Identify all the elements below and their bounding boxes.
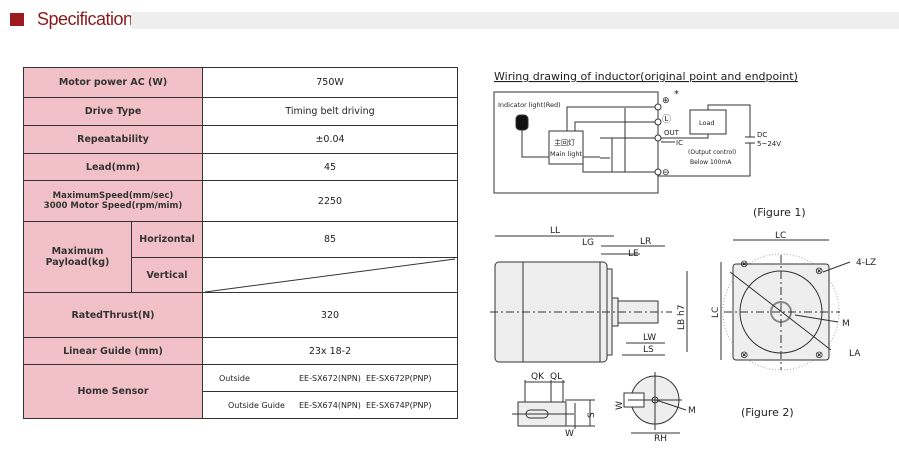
guide-label: Linear Guide (mm) [23,337,203,365]
dim-M: M [842,319,850,329]
dim-LS: LS [643,345,654,355]
wiring-diagram: Wiring drawing of inductor(original poin… [493,70,798,194]
payload-horizontal-value: 85 [202,221,458,258]
motor-front-view: ⊗ ⊗ ⊗ ⊗ LC LC 4-LZ M LA [711,231,876,371]
max-speed-label-2: 3000 Motor Speed(rpm/mim) [43,201,183,211]
home-sensor-label: Home Sensor [23,364,203,419]
motor-side-view: LL LG LR LE LB h7 LW LS [490,226,688,363]
indicator-label: Indicator light(Red) [498,101,561,109]
voltage-label: 5~24V [757,140,781,148]
motor-power-label: Motor power AC (W) [23,67,203,98]
payload-vertical-value-na [202,257,458,293]
max-speed-label-1: MaximumSpeed(mm/sec) [52,191,174,201]
load-label: Load [699,119,715,127]
dim-LB: LB h7 [677,305,687,330]
main-light-en: Main light [550,150,582,158]
dc-label: DC [757,131,767,139]
home-sensor-row-2: Outside Guide EE-SX674(NPN) EE-SX674P(PNP… [202,391,458,419]
dim-LL: LL [550,226,560,236]
payload-label: Maximum Payload(kg) [23,221,132,293]
section-title: Specification [37,9,133,29]
home-sensor-row2-type: Outside Guide [228,400,285,410]
section-marker [10,13,24,26]
dim-LW: LW [643,333,656,343]
max-speed-value: 2250 [202,180,458,222]
svg-text:⊗: ⊗ [815,350,823,361]
section-header-bar [131,12,899,29]
svg-text:⊖: ⊖ [662,168,670,178]
star-mark: * [674,89,679,100]
dim-RH: RH [654,434,667,444]
main-light-box [548,130,584,165]
dim-LC-width: LC [775,231,786,241]
ic-label: IC [676,139,683,147]
home-sensor-row-1: Outside EE-SX672(NPN) EE-SX672P(PNP) [202,364,458,392]
svg-text:⊕: ⊕ [662,96,670,106]
guide-value: 23x 18-2 [202,337,458,365]
output-control-label: (Output control) [688,149,736,156]
dim-S: S [587,412,597,418]
dim-LA: LA [849,349,861,359]
payload-horizontal-label: Horizontal [131,221,203,258]
lead-value: 45 [202,153,458,181]
out-label: OUT [664,129,680,137]
payload-vertical-label: Vertical [131,257,203,293]
indicator-light-icon [515,114,529,131]
drive-type-value: Timing belt driving [202,97,458,126]
dim-M-shaft: M [688,406,696,416]
wiring-title: Wiring drawing of inductor(original poin… [494,70,798,83]
dim-W-key: W [615,401,625,410]
dim-LE: LE [628,249,639,259]
figure-2-caption: (Figure 2) [741,406,794,419]
lead-label: Lead(mm) [23,153,203,181]
dim-LG: LG [582,238,594,248]
dim-QL: QL [550,372,562,382]
svg-text:⊗: ⊗ [740,350,748,361]
repeatability-value: ±0.04 [202,125,458,154]
thrust-label: RatedThrust(N) [23,292,203,338]
home-sensor-row1-models: EE-SX672(NPN) EE-SX672P(PNP) [299,373,432,383]
diagonal-slash [204,258,456,293]
figure-1-caption: (Figure 1) [753,206,806,219]
drive-type-label: Drive Type [23,97,203,126]
svg-text:⊗: ⊗ [815,266,823,277]
svg-text:⊗: ⊗ [740,259,748,270]
main-light-cn: 主回灯 [554,138,575,147]
dim-QK: QK [531,372,545,382]
thrust-value: 320 [202,292,458,338]
home-sensor-row1-type: Outside [219,373,250,383]
dim-LR: LR [640,237,651,247]
repeatability-label: Repeatability [23,125,203,154]
below-label: Below 100mA [690,159,732,166]
dim-LC-height: LC [711,307,721,318]
svg-text:Ⓛ: Ⓛ [662,114,671,125]
dim-4-LZ: 4-LZ [856,258,876,268]
dim-W: W [565,429,574,439]
shaft-detail: QK QL S W W M RH [512,372,696,444]
home-sensor-row2-models: EE-SX674(NPN) EE-SX674P(PNP) [299,400,432,410]
